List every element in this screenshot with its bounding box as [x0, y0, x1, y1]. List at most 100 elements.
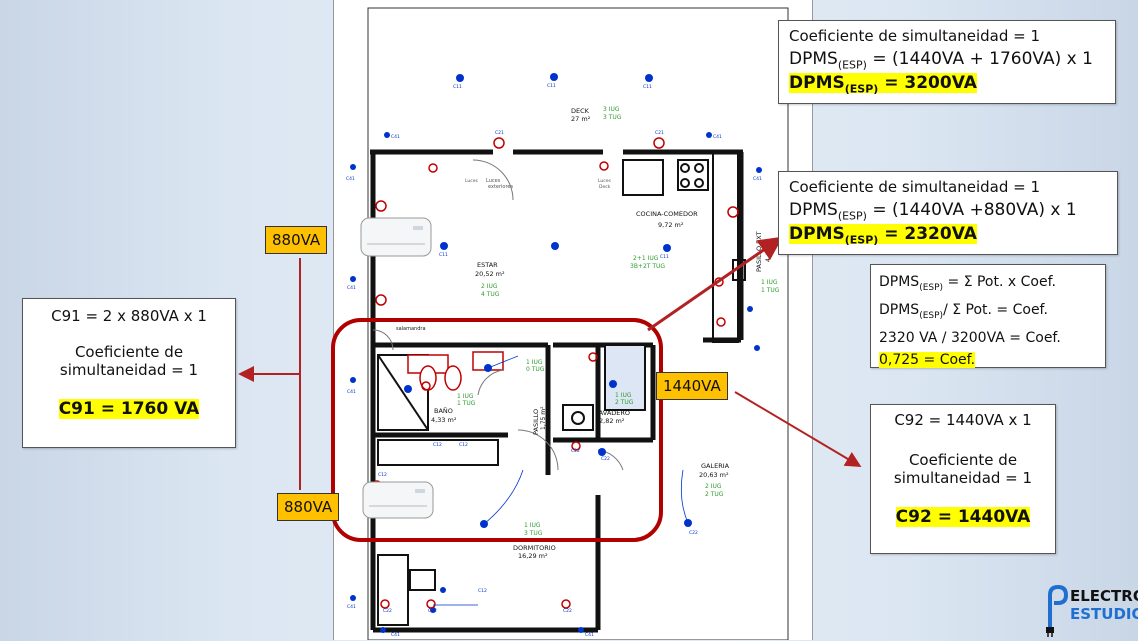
svg-text:C12: C12 [459, 442, 468, 448]
svg-text:C12: C12 [433, 442, 442, 448]
svg-text:2 IUG: 2 IUG [705, 483, 722, 490]
dpms-formula: DPMS(ESP) = (1440VA +880VA) x 1 [789, 200, 1077, 223]
svg-text:C11: C11 [660, 254, 669, 260]
svg-text:Deck: Deck [599, 184, 611, 190]
svg-text:1 IUG: 1 IUG [457, 393, 474, 400]
svg-text:4,33 m²: 4,33 m² [431, 416, 457, 424]
svg-text:0 TUG: 0 TUG [526, 366, 545, 373]
svg-text:C11: C11 [547, 83, 556, 89]
svg-text:2,82 m²: 2,82 m² [599, 417, 625, 425]
svg-text:C22: C22 [601, 456, 610, 462]
svg-text:2+1 IUG: 2+1 IUG [633, 255, 659, 262]
svg-text:2 TUG: 2 TUG [615, 399, 634, 406]
svg-text:C11: C11 [453, 84, 462, 90]
c91-coef-label: Coeficiente de [74, 343, 184, 361]
svg-text:16,29 m²: 16,29 m² [518, 552, 548, 560]
svg-text:C21: C21 [495, 130, 504, 136]
c91-result: C91 = 1760 VA [58, 399, 200, 419]
svg-text:1 TUG: 1 TUG [761, 287, 780, 294]
svg-text:3 IUG: 3 IUG [603, 106, 620, 113]
svg-text:27 m²: 27 m² [571, 115, 591, 123]
svg-text:1,75 m²: 1,75 m² [540, 406, 547, 430]
svg-text:Luces: Luces [598, 178, 612, 184]
dpms-partial-box: Coeficiente de simultaneidad = 1 DPMS(ES… [778, 171, 1118, 255]
ac-unit-bottom [362, 481, 434, 519]
svg-text:1 TUG: 1 TUG [457, 400, 476, 407]
svg-text:DECK: DECK [571, 107, 590, 115]
svg-text:3 TUG: 3 TUG [524, 530, 543, 537]
svg-text:1 IUG: 1 IUG [524, 522, 541, 529]
c91-box: C91 = 2 x 880VA x 1 Coeficiente de simul… [22, 298, 236, 448]
svg-text:BAÑO: BAÑO [434, 406, 453, 415]
svg-text:C12: C12 [478, 588, 487, 594]
svg-text:C41: C41 [713, 134, 722, 140]
coef-formula-2: DPMS(ESP)/ Σ Pot. = Coef. [879, 301, 1048, 321]
coef-formula-3: 2320 VA / 3200VA = Coef. [879, 329, 1061, 346]
svg-text:20,63 m²: 20,63 m² [699, 471, 729, 479]
svg-text:4 TUG: 4 TUG [481, 291, 500, 298]
svg-text:GALERIA: GALERIA [701, 462, 730, 470]
ac-unit-top [360, 217, 432, 257]
svg-text:PASILLO: PASILLO [532, 409, 540, 435]
svg-text:2 TUG: 2 TUG [705, 491, 724, 498]
svg-text:C22: C22 [571, 448, 580, 454]
svg-text:Luces: Luces [465, 178, 479, 184]
highlight-region [331, 318, 663, 542]
svg-text:Luces: Luces [486, 178, 501, 184]
svg-text:C41: C41 [346, 176, 355, 182]
svg-text:3B+2T TUG: 3B+2T TUG [630, 263, 665, 270]
svg-text:3 TUG: 3 TUG [603, 114, 622, 121]
c91-coef-value: simultaneidad = 1 [59, 361, 199, 379]
svg-text:C12: C12 [378, 472, 387, 478]
svg-text:C22: C22 [563, 608, 572, 614]
c92-formula: C92 = 1440VA x 1 [894, 411, 1032, 429]
svg-text:exteriores: exteriores [488, 184, 514, 190]
dpms-total-box: Coeficiente de simultaneidad = 1 DPMS(ES… [778, 20, 1116, 104]
c92-result: C92 = 1440VA [895, 507, 1031, 527]
svg-text:1 IUG: 1 IUG [526, 359, 543, 366]
tag-ac-top-power: 880VA [265, 226, 328, 254]
dpms-result: DPMS(ESP) = 2320VA [789, 224, 977, 247]
svg-text:2 IUG: 2 IUG [481, 283, 498, 290]
light-points [350, 73, 762, 633]
plug-icon [1046, 584, 1069, 637]
svg-text:9,72 m²: 9,72 m² [658, 221, 684, 229]
svg-text:C41: C41 [347, 389, 356, 395]
logo-line-1: ELECTRO [1070, 587, 1138, 605]
svg-text:1 IUG: 1 IUG [761, 279, 778, 286]
svg-text:COCINA-COMEDOR: COCINA-COMEDOR [636, 210, 698, 218]
svg-text:C41: C41 [753, 176, 762, 182]
svg-text:DORMITORIO: DORMITORIO [513, 544, 556, 552]
walls [370, 149, 744, 633]
tag-ac-bottom-power: 880VA [277, 493, 340, 521]
c92-box: C92 = 1440VA x 1 Coeficiente de simultan… [870, 404, 1056, 554]
c92-coef-value: simultaneidad = 1 [893, 469, 1033, 487]
svg-text:C22: C22 [383, 608, 392, 614]
dpms-formula: DPMS(ESP) = (1440VA + 1760VA) x 1 [789, 49, 1093, 72]
electro-estudio-logo: ELECTRO ESTUDIO [1040, 584, 1138, 637]
svg-text:C21: C21 [655, 130, 664, 136]
svg-text:salamandra: salamandra [396, 326, 426, 332]
svg-text:C11: C11 [643, 84, 652, 90]
dpms-result: DPMS(ESP) = 3200VA [789, 73, 977, 96]
svg-text:20,52 m²: 20,52 m² [475, 270, 505, 278]
svg-text:C41: C41 [347, 285, 356, 291]
svg-text:C11: C11 [439, 252, 448, 258]
svg-text:C22: C22 [689, 530, 698, 536]
coef-line: Coeficiente de simultaneidad = 1 [789, 178, 1041, 196]
c91-formula: C91 = 2 x 880VA x 1 [51, 307, 207, 325]
svg-text:C22: C22 [428, 608, 437, 614]
svg-text:C41: C41 [391, 134, 400, 140]
tag-lavadero-power: 1440VA [656, 372, 728, 400]
svg-text:C41: C41 [585, 632, 594, 638]
svg-text:LAVADERO: LAVADERO [595, 409, 630, 417]
svg-text:C41: C41 [347, 604, 356, 610]
svg-text:ESTAR: ESTAR [477, 261, 498, 269]
c92-coef-label: Coeficiente de [908, 451, 1018, 469]
coefficient-calc-box: DPMS(ESP) = Σ Pot. x Coef. DPMS(ESP)/ Σ … [870, 264, 1106, 368]
coef-result: 0,725 = Coef. [879, 351, 976, 368]
logo-line-2: ESTUDIO [1070, 605, 1138, 623]
coef-formula-1: DPMS(ESP) = Σ Pot. x Coef. [879, 274, 1056, 293]
